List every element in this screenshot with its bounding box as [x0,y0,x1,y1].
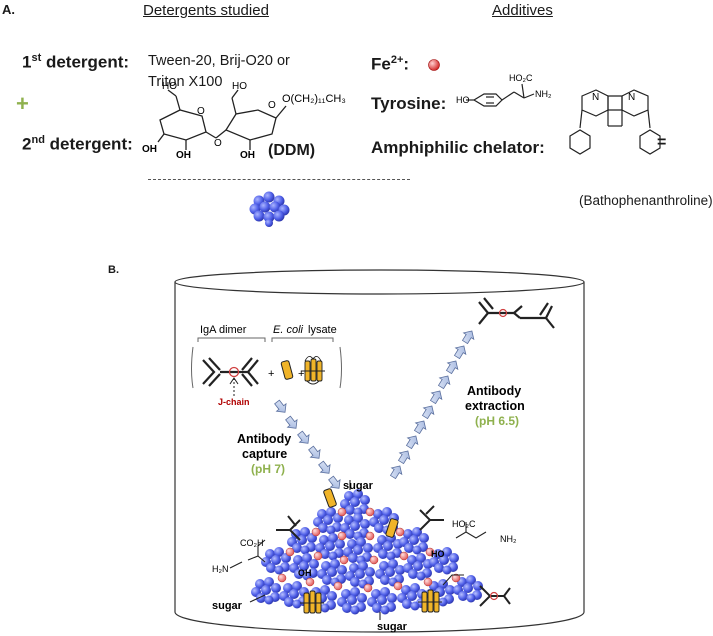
equals-sign: = [657,134,667,151]
sugar-left-label: sugar [212,600,243,612]
ecoli-label-italic: E. coli [273,324,304,336]
second-detergent-label: 2nd detergent: [22,134,133,154]
panel-a-label: A. [2,2,15,17]
first-detergent-value: Tween-20, Brij-O20 or Triton X100 [148,53,290,90]
tyrosine-ho2c: HO₂C [509,73,533,83]
extraction-line1: Antibody [467,384,521,398]
fe-label: Fe2+: [371,54,410,74]
extraction-arrows [387,327,478,481]
dashed-divider [148,179,410,180]
sugar-bottom-label: sugar [377,621,408,633]
bathophenanthroline-structure: N N [569,89,661,155]
capture-line1: Antibody [237,432,291,446]
ddm-oh-2: HO [232,81,247,92]
chelator-label: Amphiphilic chelator: [371,138,545,157]
plus-sign: + [16,91,29,116]
ddm-oh-1: HO [162,81,177,92]
chelator-name: (Bathophenanthroline) [579,193,713,208]
oh-label: OH [298,568,312,578]
plus-1: + [268,368,274,380]
ddm-oh-5: OH [240,150,255,161]
iron-ion-icon [428,59,440,71]
capture-ph: (pH 7) [251,462,285,476]
released-antibody [478,297,555,329]
reactants-group [191,337,342,396]
tyrosine-structure: HO₂C NH₂ HO [456,73,552,107]
extraction-ph: (pH 6.5) [475,414,519,428]
ddm-o-1: O [197,106,205,117]
plus-2: + [298,368,304,380]
detergents-header: Detergents studied [143,2,269,19]
captured-lysate [300,487,442,614]
h2n-label: H₂N [212,564,229,574]
capture-line2: capture [242,447,287,461]
chelator-n-2: N [628,92,635,103]
additives-header: Additives [492,2,553,19]
sugar-top-label: sugar [343,480,374,492]
ddm-o-2: O [214,138,222,149]
ddm-structure: HO HO OH OH OH O O O O(CH₂)₁₁CH₃ [142,81,346,161]
first-detergent-label: 1st detergent: [22,52,130,72]
ho-label: HO [431,549,445,559]
chelator-n-1: N [592,92,599,103]
nh2-label: NH₂ [500,534,517,544]
ho2c-label: HO₂C [452,519,476,529]
tyrosine-label: Tyrosine: [371,94,447,113]
panel-b-diagram: IgA dimer E. coli lysate + + J-chain [174,269,585,633]
ddm-o-3: O [268,100,276,111]
tyrosine-ho: HO [456,95,470,105]
co2h-label: CO₂H [240,538,264,548]
ddm-oh-3: OH [142,144,157,155]
bound-antibodies [276,505,511,607]
jchain-label: J-chain [218,397,250,407]
ddm-abbrev: (DDM) [268,142,316,159]
iga-dimer-label: IgA dimer [200,324,247,336]
panel-b-label: B. [108,264,119,276]
micelle-icon [249,191,290,227]
tyrosine-nh2: NH₂ [535,89,552,99]
cylinder-container [174,269,585,633]
ecoli-label-rest: lysate [308,324,337,336]
ddm-oh-4: OH [176,150,191,161]
extraction-line2: extraction [465,399,525,413]
ddm-chain: O(CH₂)₁₁CH₃ [282,93,346,105]
lattice-linkers [229,480,487,620]
